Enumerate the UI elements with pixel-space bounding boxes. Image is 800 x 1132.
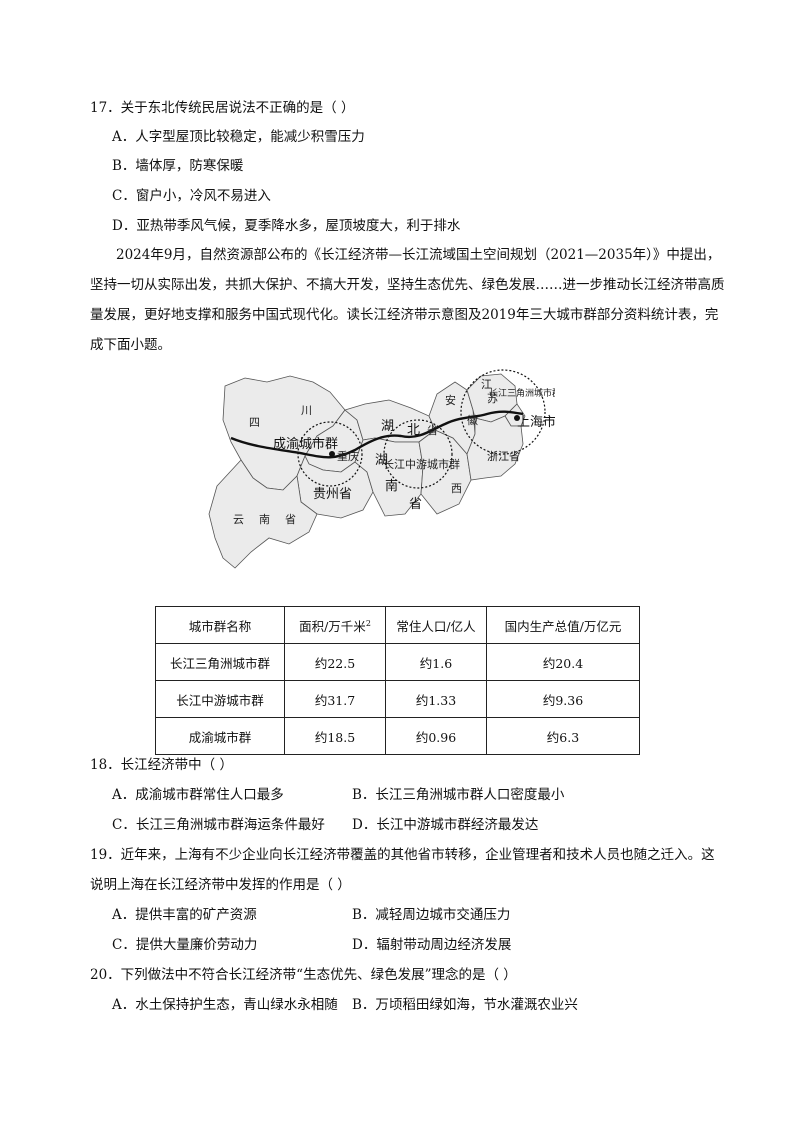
q19-option-c: C．提供大量廉价劳动力 bbox=[112, 937, 258, 953]
q17-option-a: A．人字型屋顶比较稳定，能减少积雪压力 bbox=[112, 129, 365, 145]
table-header: 常住人口/亿人 bbox=[385, 606, 487, 644]
table-cell: 长江三角洲城市群 bbox=[155, 643, 285, 681]
chongqing-dot bbox=[329, 451, 335, 457]
label-si: 四 bbox=[249, 416, 260, 429]
label-shanghai: 上海市 bbox=[517, 414, 555, 430]
table-cell: 约18.5 bbox=[284, 717, 386, 755]
label-sheng-1: 省 bbox=[427, 424, 438, 437]
shanghai-dot bbox=[514, 415, 520, 421]
label-yunnan-2: 南 bbox=[259, 513, 270, 526]
label-hunan-1: 湖 bbox=[375, 453, 388, 468]
delta-cluster-circle bbox=[460, 369, 546, 455]
yangtze-economic-belt-map: 成渝城市群 重庆 贵州省 云 南 省 四 川 湖 北 省 湖 南 省 长江中游城… bbox=[208, 369, 555, 569]
q19-stem-line2: 说明上海在长江经济带中发挥的作用是（ ） bbox=[90, 877, 351, 893]
label-chuan: 川 bbox=[301, 404, 312, 417]
table-cell: 约1.6 bbox=[385, 643, 487, 681]
table-cell: 约6.3 bbox=[486, 717, 640, 755]
table-cell: 约20.4 bbox=[486, 643, 640, 681]
table-cell: 约31.7 bbox=[284, 680, 386, 718]
table-header: 国内生产总值/万亿元 bbox=[486, 606, 640, 644]
region-anhui bbox=[428, 381, 476, 455]
label-hubei-2: 北 bbox=[407, 423, 420, 438]
label-sheng-2: 省 bbox=[409, 497, 422, 512]
q17-stem: 17．关于东北传统民居说法不正确的是（ ） bbox=[90, 100, 355, 116]
q17-option-d: D．亚热带季风气候，夏季降水多，屋顶坡度大，利于排水 bbox=[112, 218, 461, 234]
table-header: 面积/万千米2 bbox=[284, 606, 386, 644]
label-jiangsu-1: 江 bbox=[481, 378, 492, 391]
passage: 2024年9月，自然资源部公布的《长江经济带—长江流域国土空间规划（2021—2… bbox=[90, 240, 726, 360]
passage-text: 2024年9月，自然资源部公布的《长江经济带—长江流域国土空间规划（2021—2… bbox=[90, 247, 725, 353]
table-cell: 约22.5 bbox=[284, 643, 386, 681]
label-hunan-2: 南 bbox=[385, 478, 398, 494]
table-row: 长江中游城市群 约31.7 约1.33 约9.36 bbox=[155, 680, 640, 718]
region-hunan bbox=[354, 437, 424, 517]
label-yunnan-1: 云 bbox=[233, 513, 244, 526]
q20-option-b: B．万顷稻田绿如海，节水灌溉农业兴 bbox=[352, 997, 578, 1013]
table-cell: 约9.36 bbox=[486, 680, 640, 718]
q18-stem: 18．长江经济带中（ ） bbox=[90, 757, 233, 773]
label-jiangxi: 西 bbox=[451, 482, 462, 495]
label-anhui-1: 安 bbox=[445, 393, 456, 407]
label-chongqing: 重庆 bbox=[337, 449, 359, 463]
q19-option-a: A．提供丰富的矿产资源 bbox=[112, 907, 257, 923]
table-header-area-sup: 2 bbox=[365, 618, 371, 628]
q17-option-b: B．墙体厚，防寒保暖 bbox=[112, 158, 244, 174]
label-jiangsu-2: 苏 bbox=[487, 392, 498, 405]
q18-option-a: A．成渝城市群常住人口最多 bbox=[112, 787, 284, 803]
label-chengyu: 成渝城市群 bbox=[273, 436, 338, 452]
label-guizhou: 贵州省 bbox=[313, 487, 352, 502]
q19-stem-line1: 19．近年来，上海有不少企业向长江经济带覆盖的其他省市转移，企业管理者和技术人员… bbox=[90, 847, 715, 863]
label-zhejiang: 浙江省 bbox=[487, 450, 520, 463]
table-cell: 长江中游城市群 bbox=[155, 680, 285, 718]
table-header: 城市群名称 bbox=[155, 606, 285, 644]
table-cell: 成渝城市群 bbox=[155, 717, 285, 755]
q20-stem: 20．下列做法中不符合长江经济带“生态优先、绿色发展”理念的是（ ） bbox=[90, 967, 517, 983]
table-header-area: 面积/万千米 bbox=[299, 618, 366, 634]
q19-option-b: B．减轻周边城市交通压力 bbox=[352, 907, 511, 923]
table-row: 成渝城市群 约18.5 约0.96 约6.3 bbox=[155, 717, 640, 755]
q18-option-d: D．长江中游城市群经济最发达 bbox=[352, 817, 539, 833]
city-cluster-stats-table: 城市群名称 面积/万千米2 常住人口/亿人 国内生产总值/万亿元 长江三角洲城市… bbox=[155, 606, 640, 755]
label-midstream: 长江中游城市群 bbox=[383, 457, 460, 471]
region-zhejiang bbox=[466, 415, 524, 481]
q18-option-b: B．长江三角洲城市群人口密度最小 bbox=[352, 787, 565, 803]
table-row: 长江三角洲城市群 约22.5 约1.6 约20.4 bbox=[155, 643, 640, 681]
chengyu-cluster-circle bbox=[297, 421, 363, 487]
table-header-row: 城市群名称 面积/万千米2 常住人口/亿人 国内生产总值/万亿元 bbox=[155, 606, 640, 644]
q19-option-d: D．辐射带动周边经济发展 bbox=[352, 937, 512, 953]
yangtze-river bbox=[230, 410, 524, 459]
label-hubei-1: 湖 bbox=[381, 419, 394, 434]
table-cell: 约0.96 bbox=[385, 717, 487, 755]
table-cell: 约1.33 bbox=[385, 680, 487, 718]
q20-option-a: A．水土保持护生态，青山绿水永相随 bbox=[112, 997, 338, 1013]
q18-option-c: C．长江三角洲城市群海运条件最好 bbox=[112, 817, 325, 833]
label-delta: 长江三角洲城市群 bbox=[489, 387, 555, 399]
label-yunnan-3: 省 bbox=[285, 513, 296, 526]
q17-option-c: C．窗户小，冷风不易进入 bbox=[112, 188, 271, 204]
region-yunnan bbox=[208, 459, 318, 569]
midstream-cluster-circle bbox=[383, 419, 453, 489]
label-anhui-2: 徽 bbox=[467, 413, 478, 427]
